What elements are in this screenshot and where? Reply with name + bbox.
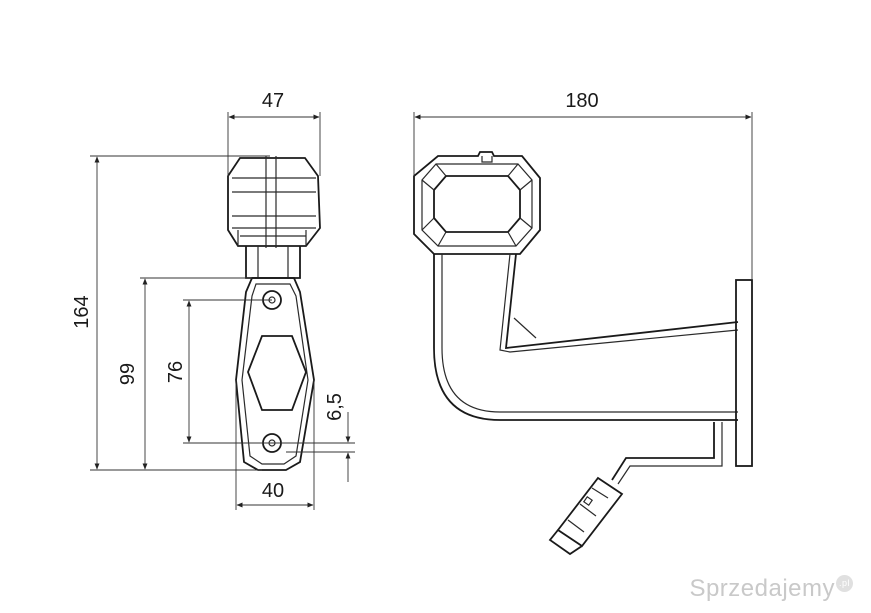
dimension-76-label: 76 bbox=[165, 361, 187, 383]
watermark-text: Sprzedajemy bbox=[689, 575, 835, 602]
dimension-47: 47 bbox=[227, 90, 321, 176]
front-stem bbox=[245, 246, 301, 279]
watermark: Sprzedajemy.pl bbox=[689, 575, 853, 603]
dimension-47-label: 47 bbox=[262, 90, 284, 112]
dimension-40-label: 40 bbox=[262, 480, 284, 502]
dimension-6-5-label: 6,5 bbox=[324, 393, 346, 421]
dimension-164-label: 164 bbox=[71, 295, 93, 328]
side-lamp-head bbox=[413, 151, 541, 255]
side-view: 180 bbox=[413, 90, 753, 556]
side-cable bbox=[611, 422, 723, 485]
dimension-40: 40 bbox=[235, 380, 315, 510]
dimension-6-5: 6,5 bbox=[272, 393, 355, 482]
front-lamp-head bbox=[227, 156, 321, 248]
dimension-164: 164 bbox=[71, 155, 270, 471]
dimension-180: 180 bbox=[413, 90, 753, 280]
dimension-99: 99 bbox=[117, 277, 252, 470]
front-mounting-plate bbox=[235, 277, 315, 471]
side-arm bbox=[433, 253, 739, 421]
cable-connector bbox=[548, 476, 624, 556]
side-wall-plate bbox=[735, 279, 753, 467]
dimension-180-label: 180 bbox=[565, 90, 598, 112]
dimension-76: 76 bbox=[165, 299, 272, 444]
dimension-99-label: 99 bbox=[117, 363, 139, 385]
front-view: 47 164 99 76 6,5 bbox=[71, 90, 355, 510]
watermark-badge: .pl bbox=[836, 575, 853, 592]
